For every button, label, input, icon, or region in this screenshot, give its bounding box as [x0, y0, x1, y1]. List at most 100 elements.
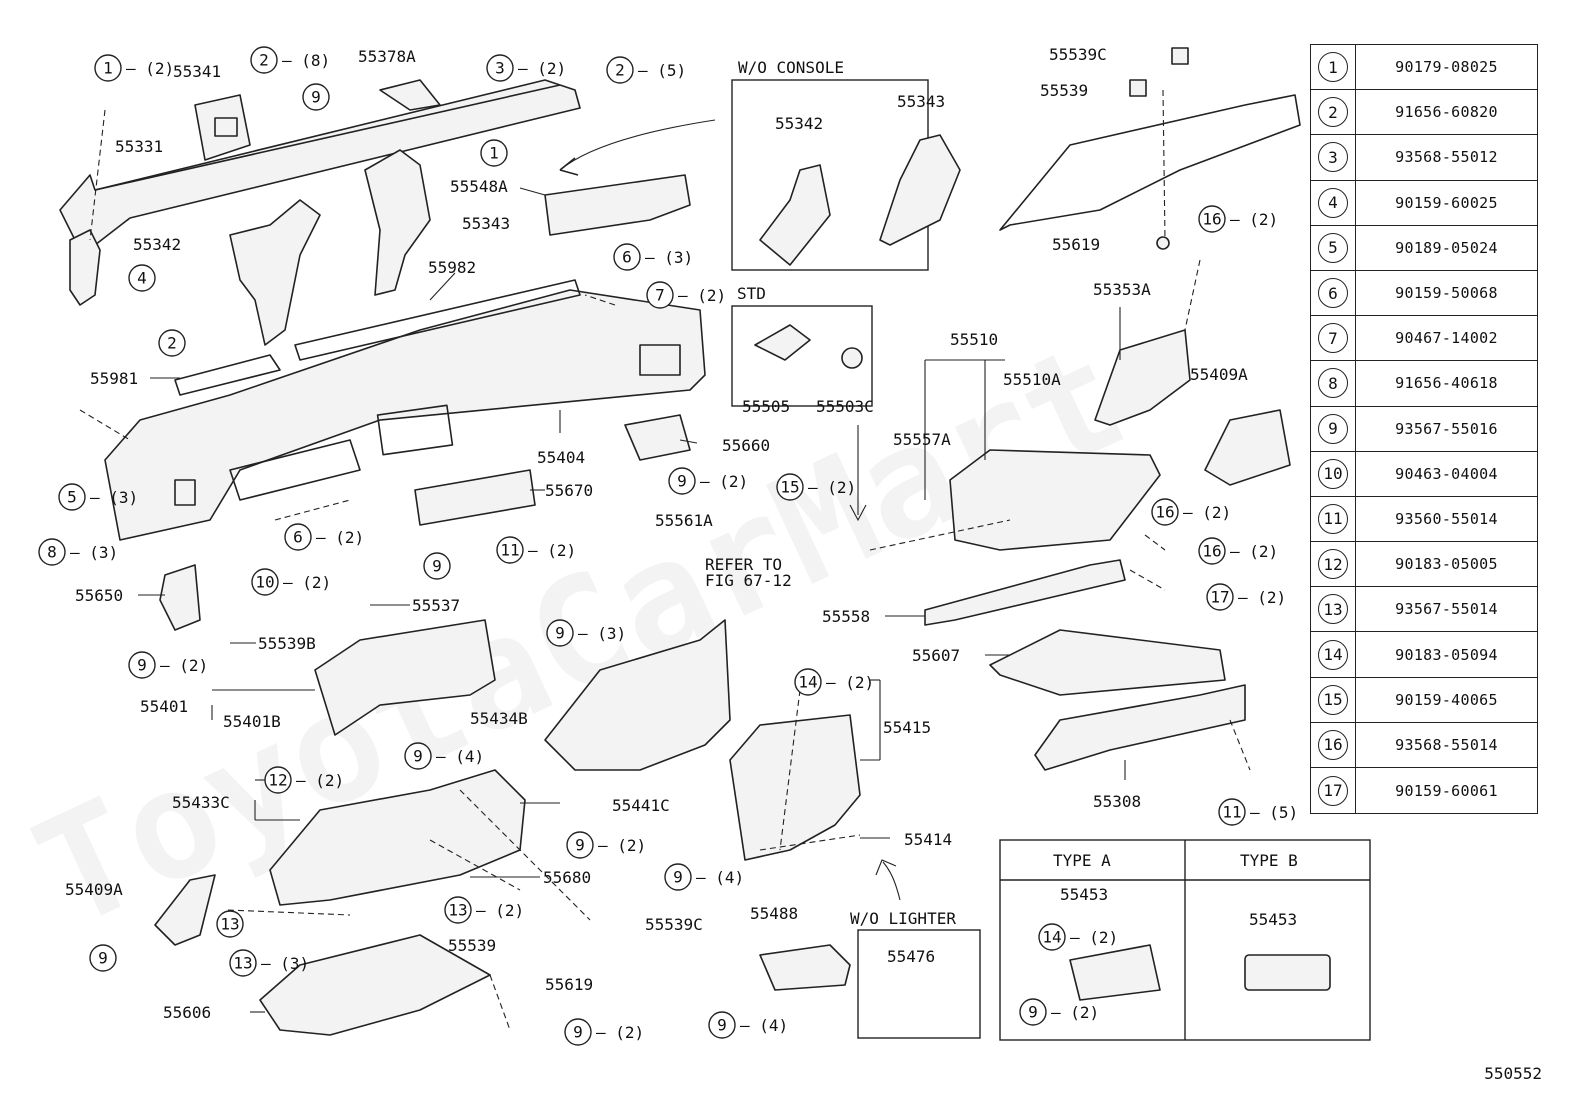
callout-qty: – (2) — [160, 656, 208, 675]
clip-55619-top — [1156, 236, 1170, 250]
callout: 6 – (3) — [613, 243, 693, 271]
circled-number: 17 — [1318, 775, 1348, 806]
callout-circle — [216, 910, 244, 938]
callout: 2– (5) — [606, 56, 686, 84]
arrow-curve — [559, 119, 716, 171]
part-label: 55401 — [140, 697, 188, 716]
callout: 1– (2) — [94, 54, 174, 82]
cover-top-right — [999, 94, 1301, 231]
callout-number: 9 — [555, 624, 565, 643]
part-label: 55561A — [655, 511, 713, 530]
circled-number: 4 — [1318, 187, 1348, 218]
part-label: 55415 — [883, 718, 931, 737]
callout-circle — [158, 329, 186, 357]
lower-panel-55434b — [544, 619, 731, 771]
callout: 10– (2) — [251, 568, 331, 596]
parts-table-key: 4 — [1311, 180, 1356, 225]
circled-number: 10 — [1318, 458, 1348, 489]
callout-number: 16 — [1202, 210, 1221, 229]
callout-number: 6 — [293, 528, 303, 547]
callout-qty: – (3) — [645, 248, 693, 267]
callout: 9– (4) — [664, 863, 744, 891]
part-label: 55537 — [412, 596, 460, 615]
callout-number: 11 — [500, 541, 519, 560]
callout: 6– (2) — [284, 523, 364, 551]
callout: 13– (2) — [444, 896, 524, 924]
callout: 9– (4) — [404, 742, 484, 770]
parts-table-key: 12 — [1311, 542, 1356, 587]
glove-box-55510 — [949, 449, 1161, 551]
part-label: 55342 — [775, 114, 823, 133]
callout-circle — [128, 264, 156, 292]
reinforcement-assembly — [59, 79, 581, 346]
leader-lines — [79, 89, 1251, 1031]
callout: 12– (2) — [264, 766, 344, 794]
callout-circle — [546, 619, 574, 647]
callout-qty: – (2) — [126, 59, 174, 78]
part-label: 55660 — [722, 436, 770, 455]
tray-55607 — [989, 629, 1226, 696]
callout-number: 9 — [1028, 1003, 1038, 1022]
part-label: 55378A — [358, 47, 416, 66]
callout-circle — [776, 473, 804, 501]
part-number: 90159-40065 — [1395, 690, 1498, 709]
callout-number: 6 — [622, 248, 632, 267]
part-number: 90463-04004 — [1395, 464, 1498, 483]
vent-55670 — [414, 469, 536, 526]
part-label: 55409A — [65, 880, 123, 899]
part-number: 91656-40618 — [1395, 374, 1498, 393]
callout-qty: – (2) — [678, 286, 726, 305]
callout: 1 — [480, 139, 508, 167]
callout-circle — [284, 523, 312, 551]
callout-qty: – (2) — [476, 901, 524, 920]
callout-number: 13 — [220, 915, 239, 934]
part-label: 55341 — [173, 62, 221, 81]
callout-qty: – (2) — [1230, 210, 1278, 229]
bracket-55353a — [1094, 329, 1191, 426]
callout-circle — [1198, 537, 1226, 565]
callout-circle — [128, 651, 156, 679]
callout-qty: – (3) — [90, 488, 138, 507]
callout: 9– (2) — [566, 831, 646, 859]
part-label: 55539B — [258, 634, 316, 653]
callout-number: 9 — [98, 949, 108, 968]
callout: 11– (5) — [1218, 798, 1298, 826]
part-label: 55650 — [75, 586, 123, 605]
callout-circle — [668, 467, 696, 495]
parts-table-row: 10 90463-04004 — [1311, 451, 1537, 497]
callout-circle — [486, 54, 514, 82]
callout-circle — [264, 766, 292, 794]
callout-qty: – (2) — [1070, 928, 1118, 947]
callout: 9– (4) — [708, 1011, 788, 1039]
callout-circle — [94, 54, 122, 82]
callout-number: 3 — [495, 59, 505, 78]
part-label: 55453 — [1249, 910, 1297, 929]
part-label: 55441C — [612, 796, 670, 815]
callout: 16– (2) — [1151, 498, 1231, 526]
part-number: 93560-55014 — [1395, 509, 1498, 528]
part-label: 55404 — [537, 448, 585, 467]
part-number: 93567-55016 — [1395, 419, 1498, 438]
callout-circle — [1198, 205, 1226, 233]
reinforcement-55558 — [924, 559, 1126, 626]
callout-number: 2 — [167, 334, 177, 353]
callout: 9– (2) — [668, 467, 748, 495]
circled-number: 8 — [1318, 368, 1348, 399]
callout-number: 9 — [573, 1023, 583, 1042]
callout-qty: – (2) — [296, 771, 344, 790]
callout-qty: – (4) — [740, 1016, 788, 1035]
ashtray-55488 — [759, 944, 851, 991]
callout-circle — [1151, 498, 1179, 526]
callout: 2 — [158, 329, 186, 357]
part-label: 55343 — [897, 92, 945, 111]
callout: 5– (3) — [58, 483, 138, 511]
part-number: 93568-55012 — [1395, 148, 1498, 167]
part-number: 93568-55014 — [1395, 735, 1498, 754]
parts-table-key: 5 — [1311, 225, 1356, 270]
